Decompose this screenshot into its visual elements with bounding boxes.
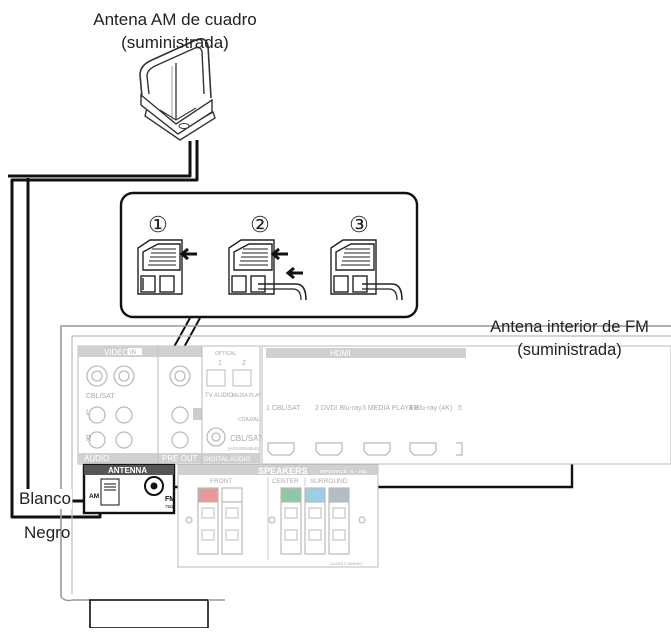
- pre-out-label: PRE OUT: [162, 454, 198, 463]
- center-label: CENTER: [272, 478, 299, 485]
- optical-label: OPTICAL: [215, 351, 237, 357]
- hdmi-label: HDMI: [330, 349, 350, 358]
- hdmi-input-2: 2 DVD/ Blu-ray: [315, 405, 362, 412]
- fm-terminal-sub: 75Ω: [165, 504, 174, 509]
- hdmi-input-4: 4 Blu-ray (4K): [409, 405, 452, 412]
- step-2-number: ②: [250, 212, 270, 237]
- svg-text:R: R: [86, 434, 92, 443]
- video-in-label: VIDEO: [104, 348, 129, 357]
- press-arrow-2: [270, 247, 288, 261]
- step-3-number: ③: [349, 212, 369, 237]
- receiver-rear-panel: VIDEO IN CBL/SAT L R AUDIO PRE OUT OPTIC…: [60, 325, 671, 629]
- surround-label: SURROUND: [310, 478, 348, 485]
- video-in-badge: IN: [130, 350, 136, 356]
- video-cbl-label: CBL/SAT: [86, 393, 115, 400]
- hdmi-input-1: 1 CBL/SAT: [266, 405, 301, 412]
- audio-label: AUDIO: [84, 454, 109, 463]
- fm-antenna-label-line1: Antena interior de FM: [490, 318, 649, 336]
- optical-media-label: MEDIA PLAYER: [232, 393, 269, 399]
- blanco-label: Blanco: [18, 489, 72, 509]
- am-terminal-label: AM: [89, 493, 99, 500]
- tv-audio-label: TV AUDIO: [205, 393, 233, 399]
- coaxial-label: COAXIAL: [238, 417, 260, 423]
- digital-audio-label: DIGITAL AUDIO: [204, 456, 251, 463]
- negro-label: Negro: [24, 523, 71, 542]
- class2-label: CLASS 2 WIRING: [330, 561, 362, 566]
- assignable-label: (ASSIGNABLE): [228, 446, 260, 451]
- speakers-label: SPEAKERS: [258, 466, 308, 476]
- optical-2-label: 2: [242, 360, 246, 367]
- hdmi-input-3: 3 MEDIA PLAYER: [362, 405, 419, 412]
- am-antenna-label: Antena AM de cuadro (suministrada): [70, 8, 280, 54]
- step-numbers: ① ② ③: [148, 212, 369, 237]
- svg-text:L: L: [86, 408, 91, 417]
- fm-terminal-label: FM: [165, 496, 175, 503]
- am-antenna-label-line2: (suministrada): [121, 33, 229, 52]
- terminal-step-1: [137, 239, 183, 295]
- optical-1-label: 1: [218, 360, 222, 367]
- impedance-label: IMPEDANCE : 6 ~ 16Ω: [320, 469, 367, 474]
- step-1-number: ①: [148, 212, 168, 237]
- insert-arrow-2: [285, 266, 303, 280]
- press-arrow-1: [179, 247, 197, 261]
- fm-antenna-label: Antena interior de FM (suministrada): [468, 316, 671, 362]
- receiver-foot: [89, 599, 209, 629]
- am-loop-antenna: [139, 38, 216, 141]
- speaker-terminals: [185, 487, 366, 555]
- hdmi-input-5: 5: [458, 405, 462, 412]
- coaxial-cbl-label: CBL/SAT: [230, 434, 263, 443]
- terminal-step-2: [228, 239, 307, 301]
- front-label: FRONT: [210, 478, 232, 485]
- terminal-step-3: [330, 239, 403, 301]
- am-antenna-label-line1: Antena AM de cuadro: [93, 10, 257, 29]
- fm-antenna-label-line2: (suministrada): [517, 341, 622, 359]
- antenna-label: ANTENNA: [108, 466, 147, 475]
